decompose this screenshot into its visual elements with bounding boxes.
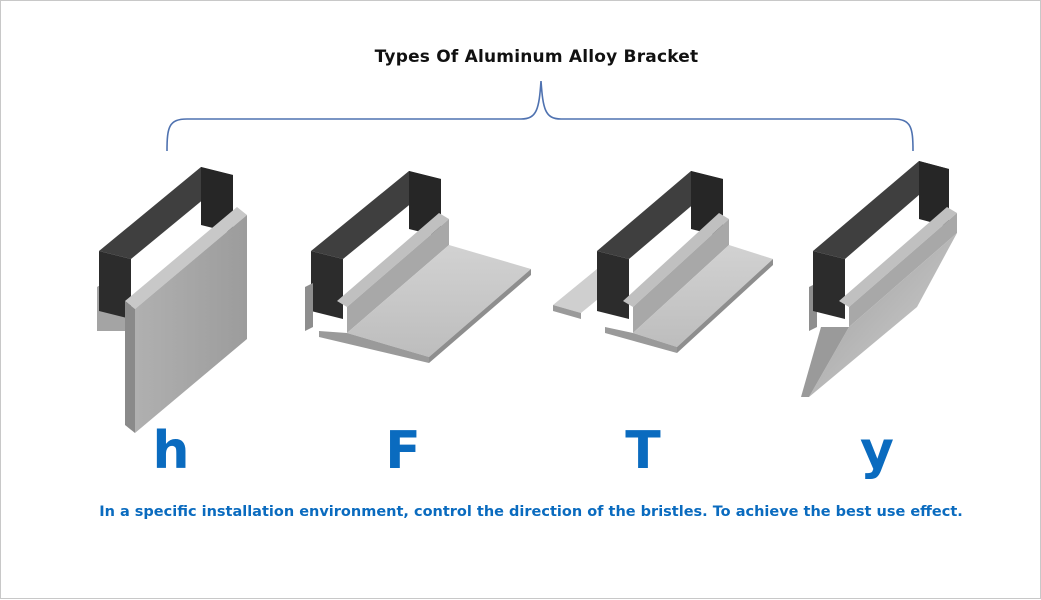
type-label-h: h [152,421,190,481]
diagram-caption: In a specific installation environment, … [99,504,963,520]
bracket-t [553,171,773,353]
bracket-h [97,167,247,433]
grouping-brace [166,80,914,152]
type-label-f: F [385,421,421,481]
diagram-title: Types Of Aluminum Alloy Bracket [374,47,699,67]
type-label-y: y [860,421,894,481]
bracket-f [305,171,531,363]
type-label-t: T [625,421,661,481]
bracket-y [801,161,957,397]
